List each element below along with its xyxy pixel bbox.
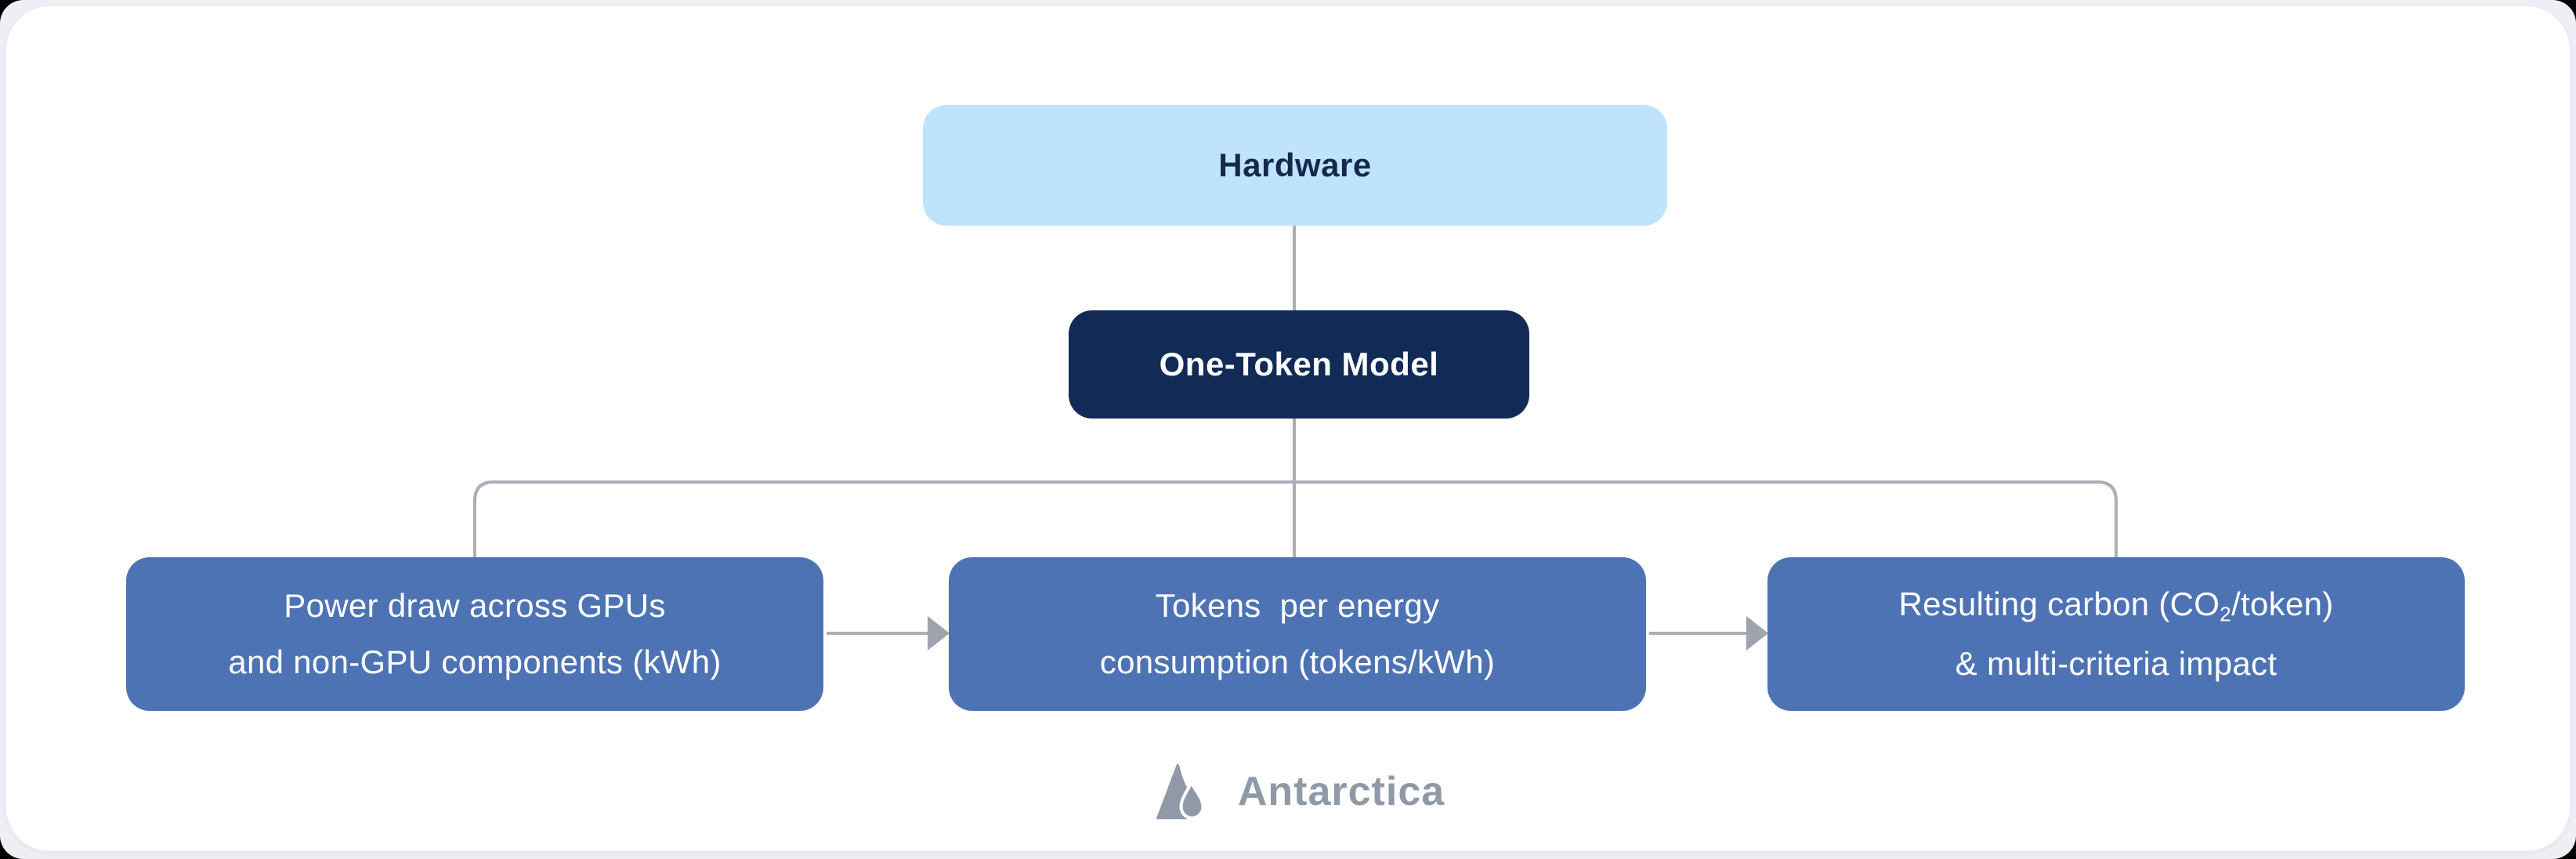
brand-footer: Antarctica [6, 752, 2576, 831]
node-resulting-carbon-line1: Resulting carbon (CO2/token) [1898, 585, 2334, 626]
brand-name: Antarctica [1237, 769, 1445, 814]
arrow-right-icon [1746, 616, 1768, 651]
arrow-right-icon [928, 616, 950, 651]
node-tokens-per-energy: Tokens per energy consumption (tokens/kW… [949, 557, 1646, 711]
node-hardware: Hardware [923, 105, 1667, 226]
node-hardware-label: Hardware [1218, 147, 1372, 183]
node-one-token-model-label: One-Token Model [1159, 346, 1439, 382]
node-tokens-per-energy-line2: consumption (tokens/kWh) [1099, 643, 1496, 680]
node-one-token-model: One-Token Model [1069, 310, 1529, 419]
node-resulting-carbon-line2: & multi-criteria impact [1955, 644, 2278, 682]
carbon-line1-post: /token) [2231, 585, 2334, 622]
node-power-draw: Power draw across GPUs and non-GPU compo… [126, 557, 823, 711]
diagram-card: Hardware One-Token Model Power draw acro… [6, 6, 2570, 851]
node-tokens-per-energy-line1: Tokens per energy [1155, 586, 1440, 624]
connector-branch [473, 480, 2118, 559]
carbon-line1-subscript: 2 [2220, 602, 2232, 626]
node-resulting-carbon: Resulting carbon (CO2/token) & multi-cri… [1767, 557, 2465, 711]
carbon-line1-pre: Resulting carbon (CO [1898, 585, 2220, 622]
node-power-draw-line2: and non-GPU components (kWh) [228, 643, 722, 680]
antarctica-peak-droplet-icon [1156, 763, 1205, 820]
node-power-draw-line1: Power draw across GPUs [284, 586, 666, 624]
